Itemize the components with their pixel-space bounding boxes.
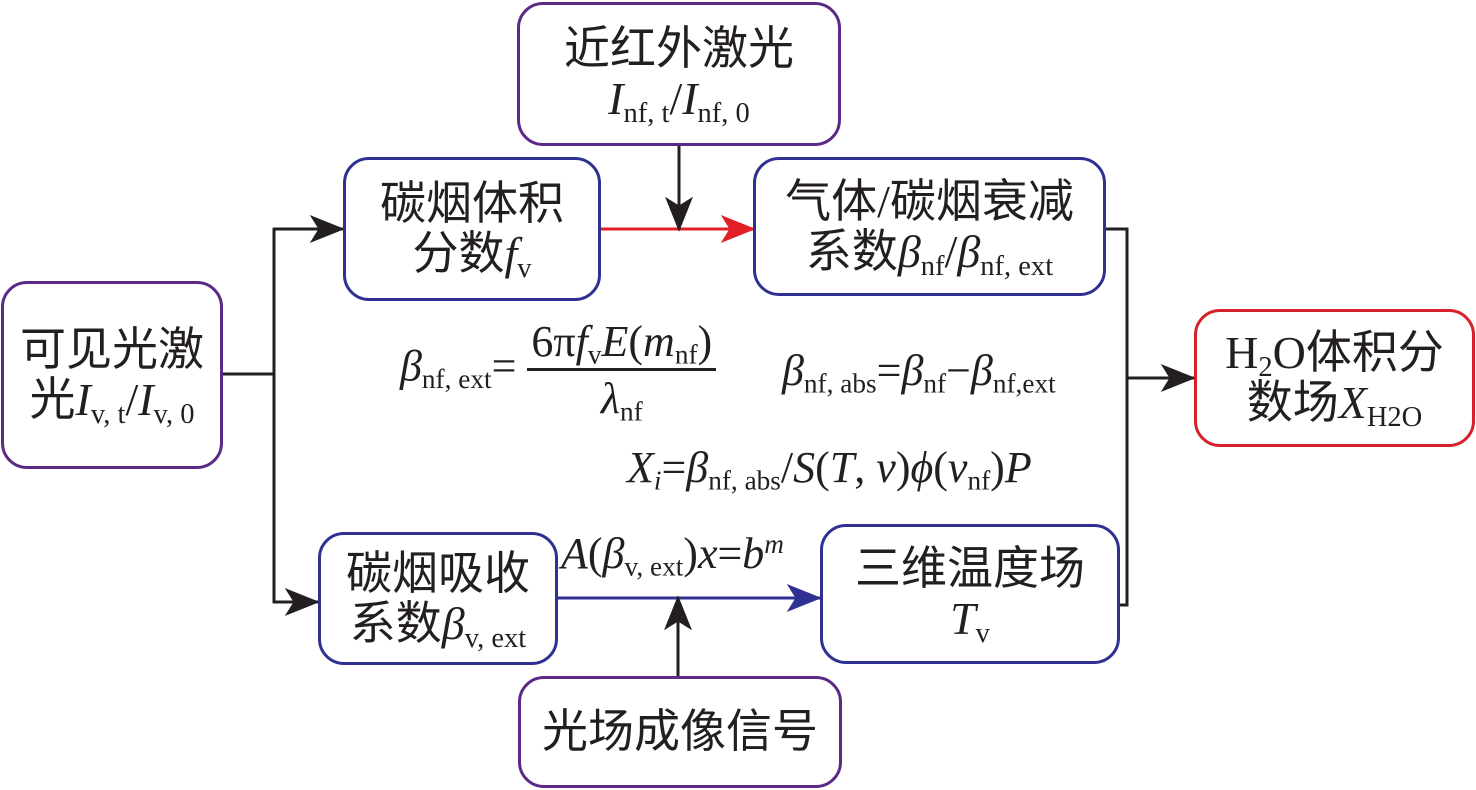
node-light-field-signal: 光场成像信号 [518,676,842,788]
node-temperature-line1: 三维温度场 [855,543,1085,595]
node-visible-laser: 可见光激 光Iv, t/Iv, 0 [1,281,223,469]
node-nir-laser-line1: 近红外激光 [564,23,794,75]
formula-beta-ext: βnf, ext= 6πfvE(mnf) λnf [400,320,717,425]
formula-xi: Xi=βnf, abs/S(T, v)ϕ(vnf)P [627,443,1032,496]
node-light-field-line1: 光场成像信号 [542,706,818,758]
node-h2o-line2: 数场XH2O [1246,377,1423,433]
formula-beta-ext-fraction: 6πfvE(mnf) λnf [527,320,717,425]
node-soot-volume-line1: 碳烟体积 [380,178,564,230]
node-nir-laser: 近红外激光 Inf, t/Inf, 0 [517,2,841,146]
node-h2o-field: H2O体积分 数场XH2O [1194,309,1475,447]
node-soot-absorption-line2: 系数βv, ext [349,597,527,654]
node-nir-laser-line2: Inf, t/Inf, 0 [608,73,750,129]
node-soot-volume-line2: 分数fv [412,228,532,284]
node-visible-laser-line2: 光Iv, t/Iv, 0 [29,374,195,430]
formula-beta-abs: βnf, abs=βnf−βnf,ext [782,346,1056,399]
node-visible-laser-line1: 可见光激 [20,324,204,376]
edge-right-bracket [1104,227,1129,607]
formula-linear-system: A(βv, ext)x=bm [561,529,784,582]
node-temperature-line2: Tv [950,593,990,649]
node-soot-volume-fraction: 碳烟体积 分数fv [343,157,601,301]
node-temperature-field: 三维温度场 Tv [820,524,1120,664]
node-soot-absorption-line1: 碳烟吸收 [346,547,530,599]
node-attenuation-line1: 气体/碳烟衰减 [785,175,1074,227]
node-h2o-line1: H2O体积分 [1225,327,1444,384]
node-attenuation-line2: 系数βnf/βnf, ext [805,225,1054,282]
node-attenuation-coeff: 气体/碳烟衰减 系数βnf/βnf, ext [753,157,1106,296]
node-soot-absorption-coeff: 碳烟吸收 系数βv, ext [318,532,558,665]
